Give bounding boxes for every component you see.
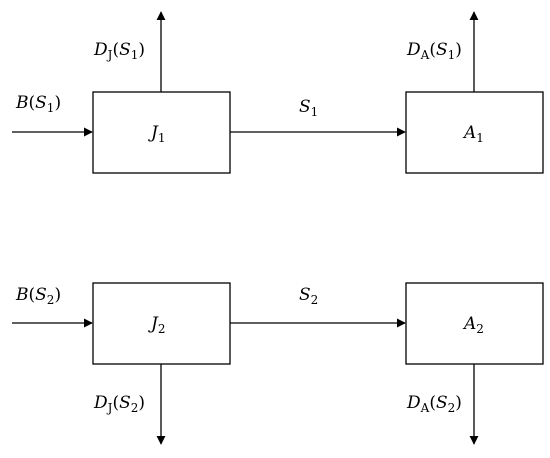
edge-dj-s2-label: DJ(S2): [93, 393, 145, 415]
edge-da-s2-label: DA(S2): [406, 393, 462, 415]
node-j1-label: J1: [148, 123, 165, 145]
edge-b-s1-label: B(S1): [15, 93, 61, 115]
edge-dj-s1-label: DJ(S1): [93, 40, 145, 62]
node-a2-label: A2: [462, 314, 484, 336]
edge-b-s2-label: B(S2): [15, 285, 61, 307]
node-j1-box: [92, 91, 231, 174]
node-j2-box: [92, 282, 231, 365]
node-a1-label: A1: [462, 123, 484, 145]
node-j2-label: J2: [148, 314, 165, 336]
edge-s1-label: S1: [299, 97, 318, 119]
edge-da-s1-label: DA(S1): [406, 40, 462, 62]
edge-s2-label: S2: [299, 285, 318, 307]
node-a1-box: [405, 91, 544, 174]
node-a2-box: [405, 282, 544, 365]
